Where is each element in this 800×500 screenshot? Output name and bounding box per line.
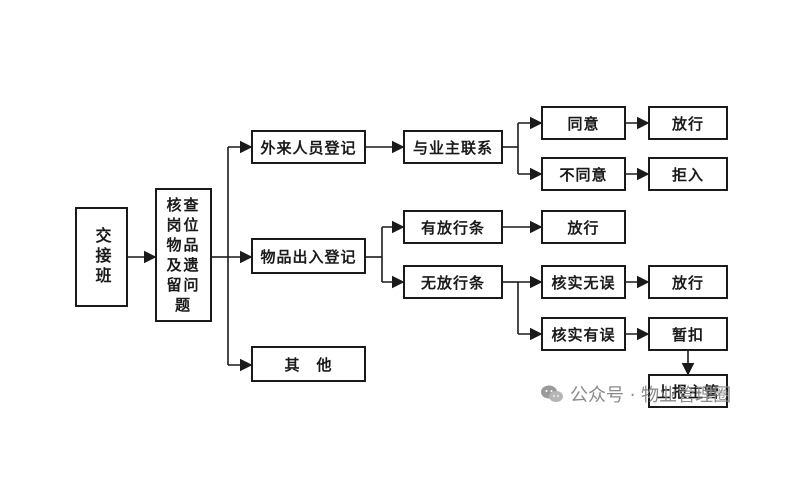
node-verified-ok: 核实无误 (541, 265, 626, 299)
wechat-icon (541, 385, 563, 402)
node-agree: 同意 (541, 106, 626, 140)
watermark: 公众号 · 物业管理圈 (540, 380, 731, 408)
node-release-3: 放行 (648, 265, 728, 299)
node-other: 其 他 (251, 346, 366, 382)
node-release-1: 放行 (648, 106, 728, 140)
node-verified-err: 核实有误 (541, 317, 626, 351)
node-refuse: 拒入 (648, 157, 728, 191)
node-check: 核查岗位物品及遗留问题 (155, 188, 212, 322)
node-report: 上报主管 (648, 374, 728, 408)
node-disagree: 不同意 (541, 157, 626, 191)
node-release-2: 放行 (541, 210, 626, 244)
node-detain: 暂扣 (648, 317, 728, 351)
node-handover: 交接班 (75, 207, 128, 307)
node-goods: 物品出入登记 (251, 238, 366, 274)
node-has-pass: 有放行条 (403, 210, 503, 244)
watermark-text: 公众号 · 物业管理圈 (570, 385, 732, 406)
node-visitor: 外来人员登记 (251, 130, 366, 164)
node-contact-owner: 与业主联系 (403, 130, 503, 164)
node-no-pass: 无放行条 (403, 265, 503, 299)
